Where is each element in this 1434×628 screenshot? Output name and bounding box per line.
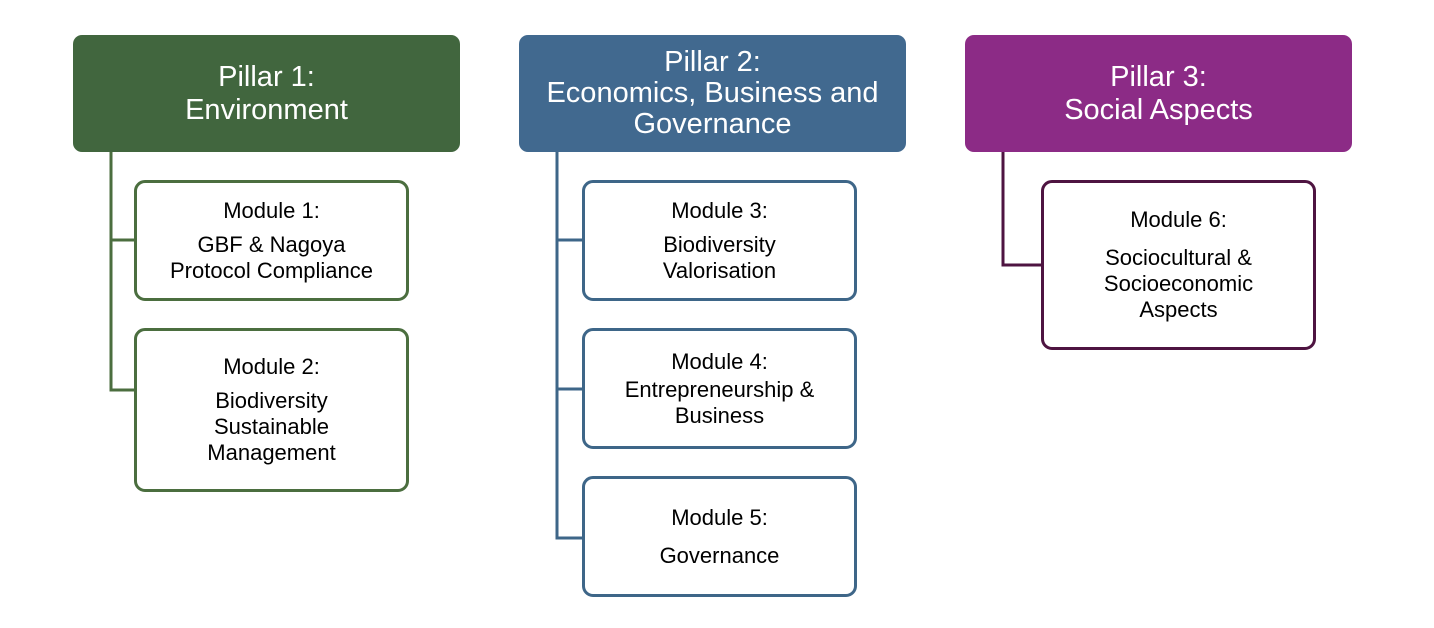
module-4-box: Module 4: Entrepreneurship & Business (582, 328, 857, 449)
pillar-2-title: Pillar 2: (664, 46, 761, 78)
module-2-line-1: Biodiversity (215, 388, 328, 413)
pillar-3-subtitle: Social Aspects (1064, 93, 1253, 126)
module-1-line-1: GBF & Nagoya (197, 231, 346, 257)
module-3-line-2: Valorisation (662, 257, 777, 283)
module-6-box: Module 6: Sociocultural & Socioeconomic … (1041, 180, 1316, 350)
module-3-line-1: Biodiversity (663, 231, 776, 257)
pillar-3-connector (1001, 150, 1043, 267)
pillar-2-connector (555, 150, 584, 540)
module-1-title: Module 1: (223, 197, 320, 223)
module-4-line-1: Entrepreneurship & (624, 376, 815, 402)
pillar-1-header: Pillar 1: Environment (73, 35, 460, 152)
pillar-2-subtitle-line-1: Economics, Business and (546, 77, 879, 109)
pillar-2-subtitle-line-2: Governance (633, 108, 792, 140)
module-1-line-2: Protocol Compliance (170, 257, 373, 283)
module-1-box: Module 1: GBF & Nagoya Protocol Complian… (134, 180, 409, 301)
module-5-box: Module 5: Governance (582, 476, 857, 597)
module-6-line-1: Sociocultural & (1105, 245, 1252, 270)
module-5-line-1: Governance (659, 542, 780, 568)
pillar-3-title: Pillar 3: (1110, 60, 1207, 93)
module-3-box: Module 3: Biodiversity Valorisation (582, 180, 857, 301)
pillar-3-header: Pillar 3: Social Aspects (965, 35, 1352, 152)
module-5-title: Module 5: (671, 504, 768, 530)
module-3-title: Module 3: (671, 197, 768, 223)
pillar-1-subtitle: Environment (185, 93, 348, 126)
module-4-line-2: Business (674, 402, 765, 428)
pillar-1-title: Pillar 1: (218, 60, 315, 93)
pillar-2-header: Pillar 2: Economics, Business and Govern… (519, 35, 906, 152)
pillar-1-connector (109, 150, 136, 392)
module-6-line-2: Socioeconomic (1103, 271, 1254, 296)
module-2-line-3: Management (207, 440, 336, 465)
module-2-line-2: Sustainable (214, 414, 329, 439)
module-2-title: Module 2: (223, 354, 320, 379)
module-4-title: Module 4: (671, 348, 768, 374)
module-2-box: Module 2: Biodiversity Sustainable Manag… (134, 328, 409, 492)
module-6-line-3: Aspects (1139, 297, 1218, 322)
module-6-title: Module 6: (1130, 207, 1227, 232)
